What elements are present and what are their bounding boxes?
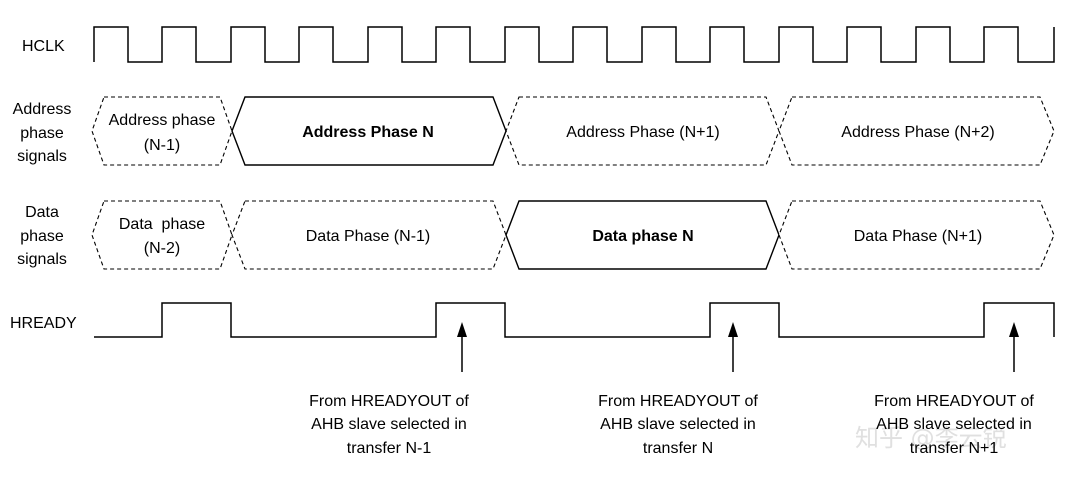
hready-waveform [94, 302, 1055, 338]
address-signals-label-line1: Address [13, 101, 72, 118]
address-phase-n-minus-1-label-line1: Address phase [109, 112, 216, 129]
annotation-n-minus-1-line2: AHB slave selected in [311, 416, 467, 433]
data-phase-n-minus-1 [231, 200, 507, 270]
address-signals-label-line3: signals [17, 148, 67, 165]
data-phase-n-label: Data phase N [592, 228, 693, 245]
annotation-n-minus-1-line3: transfer N-1 [347, 440, 432, 457]
arrow-transfer-n-plus-1 [1009, 322, 1019, 372]
address-phase-n [231, 96, 507, 166]
data-phase-n-plus-1 [778, 200, 1055, 270]
address-phase-n-plus-2-label: Address Phase (N+2) [841, 124, 994, 141]
data-phase-n-minus-2-label-line2: (N-2) [144, 240, 180, 257]
arrow-transfer-n [728, 322, 738, 372]
annotation-n-line2: AHB slave selected in [600, 416, 756, 433]
address-phase-n-plus-1-label: Address Phase (N+1) [566, 124, 719, 141]
annotation-n-line3: transfer N [643, 440, 713, 457]
annotation-n-minus-1-line1: From HREADYOUT of [309, 393, 469, 410]
annotation-n-plus-1-line2: AHB slave selected in [876, 416, 1032, 433]
data-signals-label-line1: Data [25, 204, 59, 221]
address-phase-n-plus-1 [505, 96, 780, 166]
address-phase-n-label: Address Phase N [302, 124, 434, 141]
hready-label: HREADY [10, 315, 77, 332]
annotation-n-line1: From HREADYOUT of [598, 393, 758, 410]
arrow-transfer-n-minus-1 [457, 322, 467, 372]
address-phase-n-minus-1 [91, 96, 233, 166]
annotation-n-plus-1-line1: From HREADYOUT of [874, 393, 1034, 410]
data-phase-n-minus-1-label: Data Phase (N-1) [306, 228, 431, 245]
data-phase-n-minus-2-label-line1: Data phase [119, 216, 205, 233]
hclk-waveform [93, 26, 1055, 63]
data-phase-n [505, 200, 780, 270]
address-signals-label-line2: phase [20, 125, 64, 142]
data-signals-label-line2: phase [20, 228, 64, 245]
watermark: 知乎 @李云锐 [855, 424, 1007, 452]
data-phase-n-minus-2 [91, 200, 233, 270]
data-phase-n-plus-1-label: Data Phase (N+1) [854, 228, 983, 245]
address-phase-n-minus-1-label-line2: (N-1) [144, 137, 180, 154]
annotation-n-plus-1-line3: transfer N+1 [910, 440, 999, 457]
hclk-label: HCLK [22, 38, 65, 55]
data-signals-label-line3: signals [17, 251, 67, 268]
address-phase-n-plus-2 [778, 96, 1055, 166]
